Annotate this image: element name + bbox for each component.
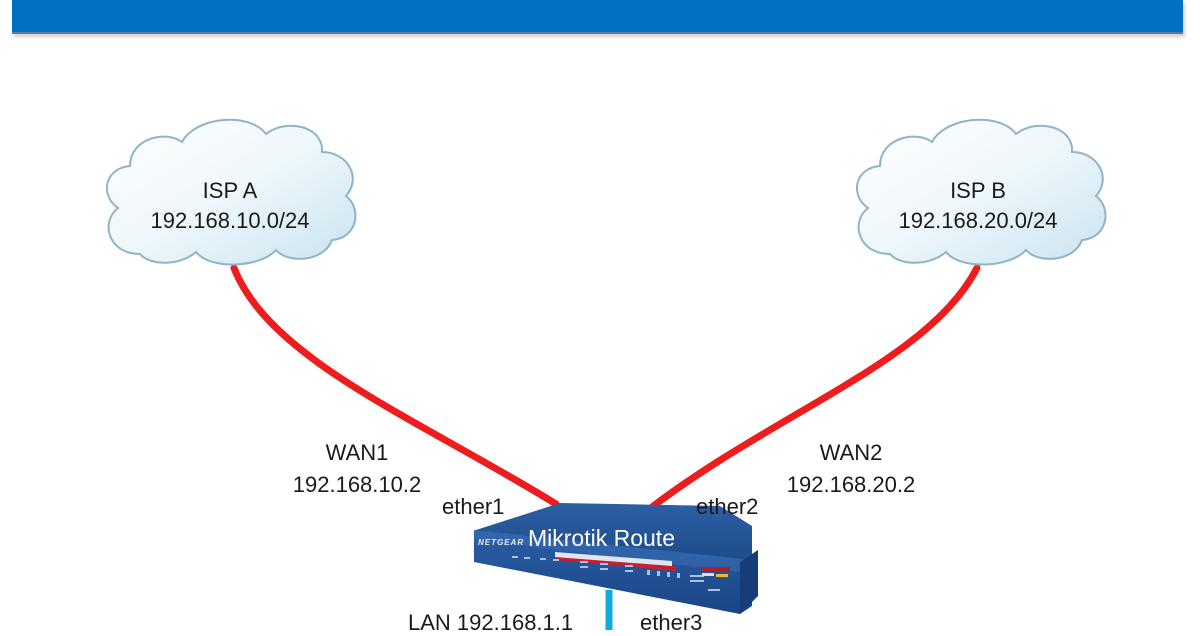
isp-b-network: 192.168.20.0/24 (898, 208, 1058, 233)
lan-ip-label: LAN 192.168.1.1 (408, 610, 574, 635)
cloud-isp-b-icon (856, 118, 1107, 266)
isp-a-label: ISP A 192.168.10.0/24 (130, 176, 330, 236)
wan2-cable (648, 264, 981, 511)
isp-a-name: ISP A (202, 178, 258, 203)
wan2-label: WAN2 192.168.20.2 (776, 440, 926, 498)
isp-a-network: 192.168.10.0/24 (150, 208, 310, 233)
router-label: Mikrotik Route (528, 525, 675, 551)
wan1-cable (230, 264, 560, 508)
isp-b-name: ISP B (950, 178, 1006, 203)
router-icon (474, 503, 758, 614)
header-banner (12, 0, 1183, 34)
router-brand: NETGEAR (478, 538, 525, 547)
ether2-label: ether2 (696, 494, 759, 519)
wan1-ip: 192.168.10.2 (292, 472, 422, 497)
wan1-label: WAN1 192.168.10.2 (282, 440, 432, 498)
ether3-label: ether3 (640, 610, 703, 635)
isp-b-label: ISP B 192.168.20.0/24 (878, 176, 1078, 236)
wan2-ip: 192.168.20.2 (786, 472, 916, 497)
cloud-isp-a-icon (106, 118, 357, 266)
wan2-name: WAN2 (819, 440, 883, 465)
ether1-label: ether1 (442, 494, 505, 519)
wan1-name: WAN1 (325, 440, 389, 465)
